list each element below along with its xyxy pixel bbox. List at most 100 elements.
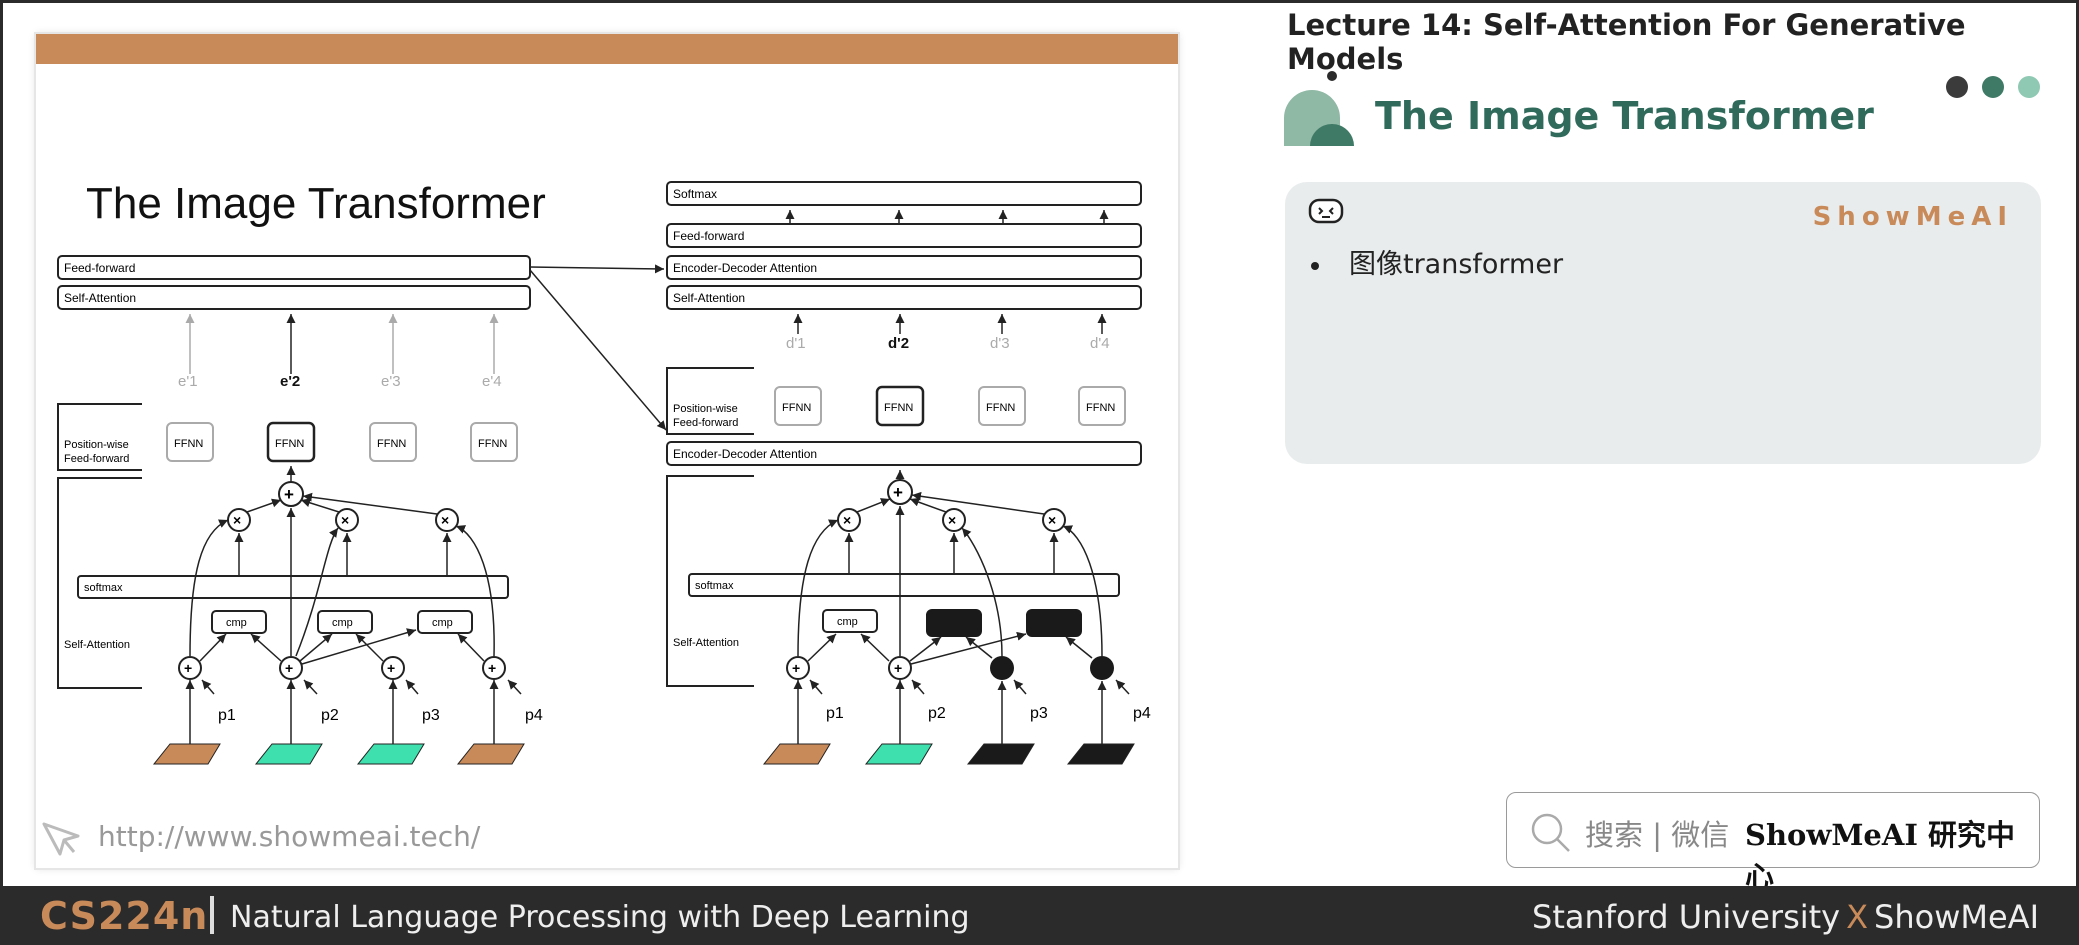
decoder-output-4: d'4 bbox=[1090, 335, 1110, 352]
dot-green bbox=[1982, 76, 2004, 98]
encoder-ffnn-4 bbox=[470, 422, 518, 462]
search-brand: ShowMeAI 研究中心 bbox=[1745, 818, 2016, 894]
decoder-cmp-1: cmp bbox=[837, 616, 858, 628]
encoder-ffnn-label-4: FFNN bbox=[478, 438, 507, 450]
svg-text:+: + bbox=[387, 660, 395, 676]
decoder-ffnn-1 bbox=[774, 386, 822, 426]
decoder: Softmax Feed-forward Encoder-Decoder Att… bbox=[666, 181, 1151, 765]
encoder-ffnn-label-3: FFNN bbox=[377, 438, 406, 450]
search-box[interactable]: 搜索 | 微信 ShowMeAI 研究中心 bbox=[1506, 792, 2040, 894]
decoder-enc-dec-attention-label: Encoder-Decoder Attention bbox=[673, 261, 817, 275]
decoder-position-3: p3 bbox=[1030, 705, 1048, 722]
footer-brand: ShowMeAI bbox=[1874, 898, 2039, 936]
svg-text:×: × bbox=[441, 512, 449, 528]
decoder-bracket-ff-line1: Position-wise bbox=[673, 403, 738, 415]
slide-accent-bar bbox=[36, 34, 1178, 64]
encoder-bracket-ff-line1: Position-wise bbox=[64, 439, 129, 451]
decoder-bracket-sa: Self-Attention bbox=[673, 637, 739, 649]
decoder-enc-dec-attention-box bbox=[666, 255, 1142, 280]
svg-text:+: + bbox=[792, 660, 800, 676]
decoder-enc-dec-attention-lower-label: Encoder-Decoder Attention bbox=[673, 447, 817, 461]
decoder-softmax-label: softmax bbox=[695, 580, 734, 592]
slide-title: The Image Transformer bbox=[86, 179, 546, 228]
bullet-dot bbox=[1311, 261, 1319, 270]
decoder-ffnn-label-3: FFNN bbox=[986, 402, 1015, 414]
encoder-bracket-ff-line2: Feed-forward bbox=[64, 453, 129, 465]
decoder-cmp-masked-3 bbox=[1026, 609, 1082, 637]
decoder-feed-forward-box bbox=[666, 223, 1142, 248]
footer-separator bbox=[210, 896, 214, 934]
decoder-ffnn-3 bbox=[978, 386, 1026, 426]
encoder-position-2: p2 bbox=[321, 707, 339, 724]
svg-text:×: × bbox=[233, 512, 241, 528]
svg-text:×: × bbox=[948, 512, 956, 528]
svg-text:+: + bbox=[184, 660, 192, 676]
encoder-position-1: p1 bbox=[218, 707, 236, 724]
encoder-self-attention-box bbox=[57, 285, 531, 310]
encoder-output-4: e'4 bbox=[482, 373, 502, 390]
encoder-ffnn-2 bbox=[266, 421, 316, 463]
dot-light-green bbox=[2018, 76, 2040, 98]
slide-url[interactable]: http://www.showmeai.tech/ bbox=[98, 820, 481, 853]
encoder-bracket-sa: Self-Attention bbox=[64, 639, 130, 651]
svg-text:+: + bbox=[894, 660, 902, 676]
encoder-output-2: e'2 bbox=[280, 373, 300, 390]
content-card: ShowMeAI 图像transformer bbox=[1285, 182, 2041, 464]
encoder-pixel-1 bbox=[152, 743, 221, 765]
decoder-pixel-4 bbox=[1066, 743, 1135, 765]
encoder-cmp-1: cmp bbox=[226, 617, 247, 629]
decoder-feed-forward-label: Feed-forward bbox=[673, 229, 744, 243]
encoder-output-3: e'3 bbox=[381, 373, 401, 390]
decoder-bracket-ff-line2: Feed-forward bbox=[673, 417, 738, 429]
encoder-self-attention-label: Self-Attention bbox=[64, 291, 136, 305]
encoder-pixel-4 bbox=[456, 743, 525, 765]
cursor-icon bbox=[42, 822, 80, 856]
decoder-pixel-1 bbox=[762, 743, 831, 765]
decoder-position-1: p1 bbox=[826, 705, 844, 722]
footer-university: Stanford University bbox=[1532, 898, 1841, 936]
encoder-ffnn-1 bbox=[166, 422, 214, 462]
encoder-pixel-3 bbox=[356, 743, 425, 765]
image-transformer-diagram: Feed-forward Self-Attention e'1 e'2 e'3 … bbox=[57, 181, 1151, 765]
encoder-cmp-2: cmp bbox=[332, 617, 353, 629]
search-hint: 搜索 | 微信 bbox=[1585, 818, 1730, 852]
encoder-softmax-box bbox=[77, 575, 509, 599]
encoder-ffnn-label-1: FFNN bbox=[174, 438, 203, 450]
encoder-ffnn-3 bbox=[369, 422, 417, 462]
encoder-softmax-label: softmax bbox=[84, 582, 123, 594]
decoder-self-attention-label: Self-Attention bbox=[673, 291, 745, 305]
decoder-position-2: p2 bbox=[928, 705, 946, 722]
slide-panel: The Image Transformer Feed-forward Self-… bbox=[36, 34, 1178, 868]
encoder: Feed-forward Self-Attention e'1 e'2 e'3 … bbox=[57, 255, 543, 765]
decoder-position-4: p4 bbox=[1133, 705, 1151, 722]
course-code: CS224n bbox=[40, 894, 209, 938]
decoder-ffnn-label-4: FFNN bbox=[1086, 402, 1115, 414]
lecture-title: Lecture 14: Self-Attention For Generativ… bbox=[1287, 8, 1966, 76]
decoder-pixel-3 bbox=[966, 743, 1035, 765]
decoder-self-attention-box bbox=[666, 285, 1142, 310]
bullet-item: 图像transformer bbox=[1311, 242, 1563, 281]
decoder-output-2: d'2 bbox=[888, 335, 909, 352]
footer-x: X bbox=[1846, 898, 1869, 936]
section-title: The Image Transformer bbox=[1375, 94, 1874, 138]
search-icon bbox=[1531, 813, 1570, 852]
encoder-position-4: p4 bbox=[525, 707, 543, 724]
decoder-softmax-box bbox=[688, 573, 1120, 597]
decoder-ffnn-4 bbox=[1078, 386, 1126, 426]
header-dots bbox=[1946, 76, 2054, 103]
encoder-feed-forward-label: Feed-forward bbox=[64, 261, 135, 275]
svg-text:+: + bbox=[285, 660, 293, 676]
decoder-ffnn-label-1: FFNN bbox=[782, 402, 811, 414]
decoder-ffnn-label-2: FFNN bbox=[884, 402, 913, 414]
decoder-softmax-top-label: Softmax bbox=[673, 187, 717, 201]
encoder-pixel-2 bbox=[254, 743, 323, 765]
card-brand: ShowMeAI bbox=[1812, 202, 2013, 232]
svg-text:+: + bbox=[893, 483, 903, 502]
decoder-softmax-top-box bbox=[666, 181, 1142, 206]
decoder-cmp-masked-2 bbox=[926, 609, 982, 637]
decoder-enc-dec-attention-lower-box bbox=[666, 441, 1142, 466]
encoder-output-1: e'1 bbox=[178, 373, 198, 390]
decoder-pixel-2 bbox=[864, 743, 933, 765]
